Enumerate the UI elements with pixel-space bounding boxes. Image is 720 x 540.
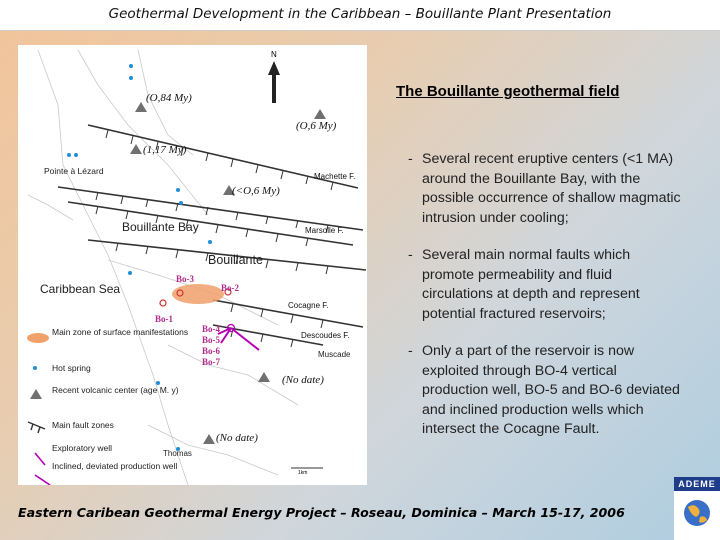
hot-spring-icon [67,153,71,157]
volcano-icon [130,144,142,154]
well-icon [176,289,184,297]
place-label-pointe: Pointe à Lézard [44,166,104,176]
legend-manifestations: Main zone of surface manifestations [52,327,188,337]
legend-spring-swatch [33,366,37,370]
exploratory-wells [159,288,232,307]
place-label-sea: Caribbean Sea [40,282,120,296]
bullet-dash: - [408,343,413,359]
volcano-icon [258,372,270,382]
place-label-thomas: Thomas [163,449,192,458]
hot-spring-icon [176,447,180,451]
hot-spring-icon [176,188,180,192]
age-label: (No date) [216,432,258,444]
well-icon [224,288,232,296]
hot-spring-icon [179,201,183,205]
fault-hachures [95,129,334,348]
volcano-icon [314,109,326,119]
hot-spring-icon [74,153,78,157]
legend-markers [34,452,51,485]
bullet-item: - Several main normal faults which promo… [408,246,683,324]
presentation-title: Geothermal Development in the Caribbean … [108,6,612,22]
legend-volcano-swatch [30,389,42,399]
hot-spring-icon [128,271,132,275]
north-arrow-icon [268,61,280,103]
fault-label: Cocagne F. [288,301,328,310]
bullet-text: Several recent eruptive centers (<1 MA) … [422,151,681,226]
age-label: (O,84 My) [146,92,192,104]
north-label: N [271,50,277,59]
bullet-dash: - [408,151,413,167]
age-label: (No date) [282,374,324,386]
bullet-text: Only a part of the reservoir is now expl… [422,343,680,437]
volcano-icon [223,185,235,195]
legend-volcanic-center: Recent volcanic center (age M. y) [52,385,179,395]
legend-fault-zones: Main fault zones [52,420,114,430]
hot-spring-icon [208,240,212,244]
manifestation-zone [172,284,224,304]
hot-spring-icon [129,64,133,68]
legend-exploratory-well: Exploratory well [52,443,112,453]
well-label: Bo-2 [221,283,240,293]
legend-production-well: Inclined, deviated production well [52,461,177,471]
place-label-town: Bouillante [208,253,263,267]
hot-spring-icon [129,76,133,80]
age-label: (1,17 My) [143,144,187,156]
bullet-item: - Only a part of the reservoir is now ex… [408,342,683,440]
place-label-bay: Bouillante Bay [122,220,199,234]
production-wells [217,323,260,351]
bullet-dash: - [408,247,413,263]
well-icon [159,299,167,307]
map-canvas: N [27,49,367,485]
fault-label: Descoudes F. [301,331,349,340]
ademe-logo: ADEME [674,477,720,540]
fault-lines [57,124,367,346]
bullet-item: - Several recent eruptive centers (<1 MA… [408,150,683,228]
scale-label: 1km [298,470,307,476]
volcanic-centers [130,102,326,444]
volcano-icon [135,102,147,112]
hot-spring-icon [156,381,160,385]
legend-hot-spring: Hot spring [52,363,91,373]
volcano-icon [203,434,215,444]
globe-icon [684,500,710,526]
logo-brand-text: ADEME [674,477,720,491]
well-label: Bo-1 [155,314,174,324]
well-label: Bo-4 [202,324,221,334]
header-bar: Geothermal Development in the Caribbean … [0,0,720,31]
legend-fault-swatch [27,421,46,434]
footer-caption: Eastern Caribean Geothermal Energy Proje… [18,505,625,520]
well-label: Bo-7 [202,357,221,367]
geothermal-map: N [18,45,367,485]
fault-label: Marsolle F. [305,226,344,235]
place-label-muscade: Muscade [318,350,351,359]
hot-springs [67,64,212,451]
legend-manifestation-swatch [27,333,49,343]
bullet-text: Several main normal faults which promote… [422,247,640,322]
age-label: (O,6 My) [296,120,337,132]
well-label: Bo-6 [202,346,221,356]
well-label: Bo-5 [202,335,221,345]
age-label: (<O,6 My) [232,185,280,197]
fault-label: Machette F. [314,172,355,181]
well-label: Bo-3 [176,274,195,284]
slide-heading: The Bouillante geothermal field [396,83,620,100]
